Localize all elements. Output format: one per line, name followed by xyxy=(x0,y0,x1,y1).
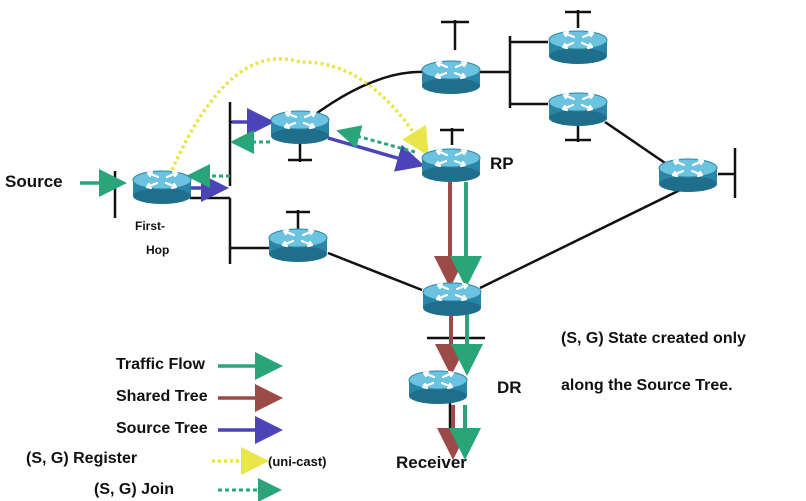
rp-label: RP xyxy=(490,154,514,173)
link-r3-r7 xyxy=(327,251,423,292)
router-icon xyxy=(421,281,483,318)
router-icon xyxy=(657,157,719,194)
join-rp-r2-arrow xyxy=(336,125,416,154)
router-icon xyxy=(131,169,193,206)
link-r9-r10 xyxy=(604,120,669,167)
legend-source-tree-label: Source Tree xyxy=(116,420,208,437)
router-icon xyxy=(547,29,609,66)
r8-top-stub xyxy=(565,10,591,28)
legend-join-label: (S, G) Join xyxy=(94,481,174,498)
router-icon xyxy=(267,227,329,264)
routers xyxy=(131,29,719,406)
first-hop-label-line1: First- xyxy=(135,219,165,233)
link-r10-r7 xyxy=(479,188,681,290)
first-hop-label-line2: Hop xyxy=(146,243,170,257)
legend-register-label: (S, G) Register xyxy=(26,450,138,467)
source-label: Source xyxy=(5,172,63,191)
rp-top-stub xyxy=(440,128,464,145)
legend-traffic-flow-label: Traffic Flow xyxy=(116,356,205,373)
legend-register-note: (uni-cast) xyxy=(268,454,327,469)
network-links xyxy=(113,10,737,445)
router-icon xyxy=(547,91,609,128)
legend-shared-tree-label: Shared Tree xyxy=(116,388,208,405)
state-note-line1: (S, G) State created only xyxy=(561,330,746,347)
router-icon xyxy=(420,147,482,184)
dr-label: DR xyxy=(497,378,522,397)
router-icon xyxy=(420,59,482,96)
flow-arrows xyxy=(80,57,483,460)
r3-top-stub xyxy=(286,210,310,230)
legend-swatches xyxy=(212,352,283,501)
r5-top-stub xyxy=(441,20,469,50)
state-note-line2: along the Source Tree. xyxy=(561,377,733,394)
router-icon xyxy=(269,109,331,146)
receiver-label: Receiver xyxy=(396,453,467,472)
router-icon xyxy=(407,369,469,406)
